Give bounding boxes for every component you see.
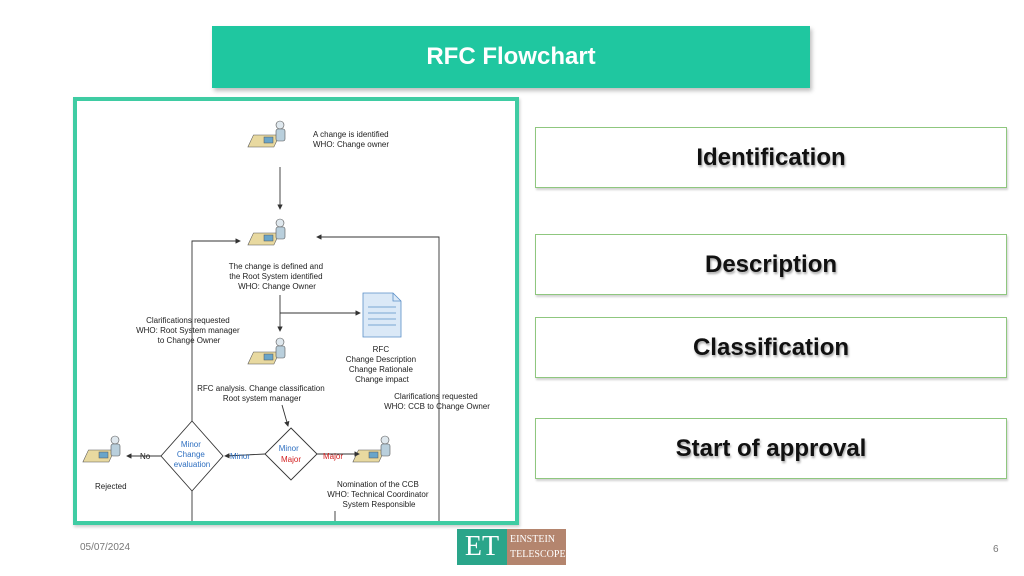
- node-change-identified: A change is identified WHO: Change owner: [313, 130, 391, 149]
- node-rfc-analysis: RFC analysis. Change classification Root…: [197, 384, 327, 403]
- step-start-of-approval-label: Start of approval: [675, 434, 867, 462]
- decision-minor-major: [264, 427, 318, 481]
- rfc-flowchart-figure: A change is identified WHO: Change owner…: [73, 97, 519, 525]
- person-icon-analysis: [247, 337, 286, 365]
- edge-label-major: Major: [323, 452, 343, 461]
- edge-label-no: No: [140, 452, 151, 461]
- step-identification-label: Identification: [696, 143, 846, 171]
- footer-date: 05/07/2024: [80, 542, 131, 553]
- flowchart-svg: A change is identified WHO: Change owner…: [82, 120, 490, 521]
- person-icon-identify: [247, 120, 286, 148]
- logo-wordmark: EINSTEIN TELESCOPE: [507, 529, 566, 565]
- step-identification: Identification: [535, 127, 1007, 188]
- node-clarifications-root: Clarifications requested WHO: Root Syste…: [136, 316, 242, 345]
- decision-minor-evaluation-label: Minor Change evaluation: [174, 440, 210, 469]
- node-clarifications-ccb: Clarifications requested WHO: CCB to Cha…: [384, 392, 490, 411]
- edge-label-minor: Minor: [230, 452, 250, 461]
- slide-title: RFC Flowchart: [426, 43, 596, 70]
- page-number: 6: [993, 544, 999, 555]
- step-classification-label: Classification: [692, 333, 850, 361]
- person-icon-define: [247, 218, 286, 246]
- step-description: Description: [535, 234, 1007, 295]
- logo-line-1: EINSTEIN: [510, 534, 555, 545]
- logo-line-2: TELESCOPE: [510, 549, 566, 560]
- person-icon-rejected: [82, 435, 121, 463]
- logo-initials: ET: [457, 529, 507, 565]
- node-rfc-document: RFC Change Description Change Rationale …: [346, 345, 419, 384]
- node-rejected: Rejected: [95, 482, 127, 491]
- flow-edges: [126, 167, 440, 521]
- step-start-of-approval: Start of approval: [535, 418, 1007, 479]
- person-icon-nomination: [352, 435, 391, 463]
- document-icon: [362, 292, 402, 338]
- step-classification: Classification: [535, 317, 1007, 378]
- node-change-defined: The change is defined and the Root Syste…: [229, 262, 326, 291]
- step-description-label: Description: [704, 250, 838, 278]
- einstein-telescope-logo: ET EINSTEIN TELESCOPE: [457, 529, 566, 565]
- decision-minor-major-label: Minor Major: [279, 438, 303, 464]
- node-nomination: Nomination of the CCB WHO: Technical Coo…: [327, 480, 430, 509]
- slide-title-bar: RFC Flowchart: [212, 26, 810, 88]
